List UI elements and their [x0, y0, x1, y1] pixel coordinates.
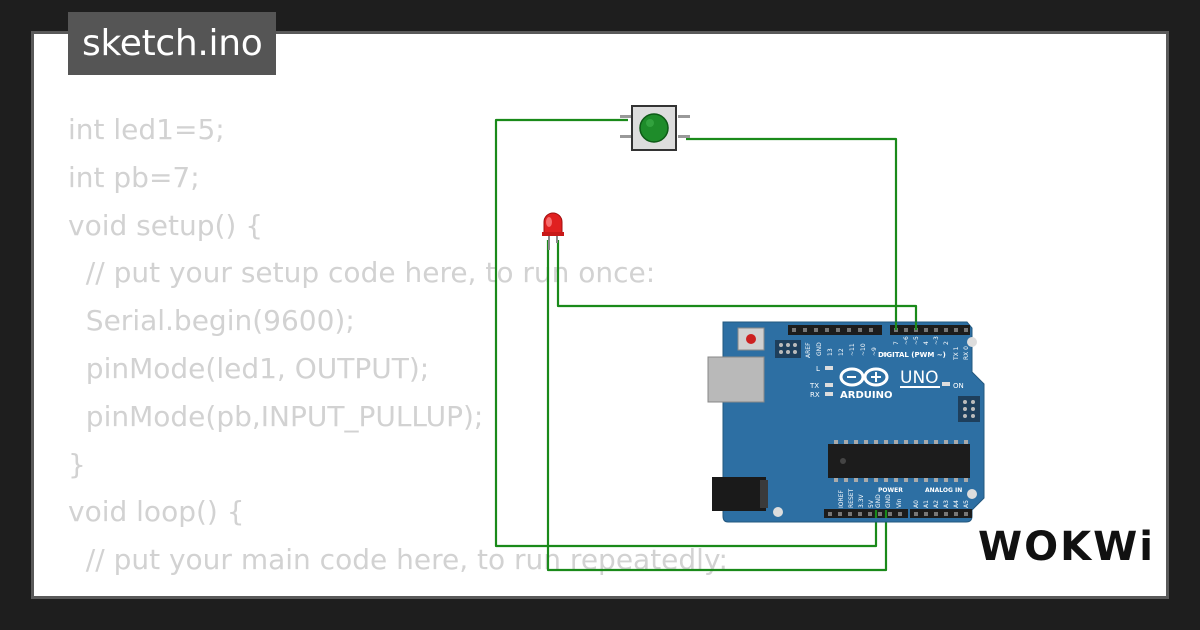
- code-line: pinMode(pb,INPUT_PULLUP);: [68, 399, 484, 433]
- pin-label-reset: RESET: [848, 488, 855, 508]
- pin-label-a2: A2: [933, 500, 940, 508]
- pin-label-13: 13: [827, 348, 834, 356]
- arduino-label: ARDUINO: [840, 390, 892, 401]
- pin-label-11: ~11: [849, 343, 856, 356]
- code-line: void loop() {: [68, 495, 245, 529]
- preview-card: int led1=5; int pb=7; void setup() { // pu…: [31, 31, 1169, 599]
- analog-label: ANALOG IN: [925, 487, 962, 494]
- wokwi-logo: WOKWi: [978, 524, 1155, 570]
- code-line: }: [68, 447, 86, 481]
- file-tab[interactable]: sketch.ino: [68, 12, 277, 75]
- pin-label-a4: A4: [953, 500, 960, 508]
- code-line: // put your setup code here, to run once…: [68, 256, 656, 290]
- pin-label-3: ~3: [933, 336, 940, 345]
- pin-label-6: ~6: [903, 336, 910, 345]
- arduino-infinity-logo: [839, 367, 889, 387]
- digital-label: DIGITAL (PWM ~): [878, 351, 946, 359]
- rx-label: RX: [810, 391, 820, 399]
- code-line: int led1=5;: [68, 113, 225, 146]
- code-line: int inputState = digitalRead(pb);: [68, 584, 728, 596]
- pin-label-5: ~5: [913, 336, 920, 345]
- pin-label-gnd1: GND: [875, 494, 882, 508]
- microcontroller-chip: [828, 444, 970, 478]
- wire-pushbutton-to-gnd: [494, 118, 878, 548]
- code-editor: int led1=5; int pb=7; void setup() { // pu…: [68, 106, 728, 596]
- pin-label-aref: AREF: [805, 342, 812, 358]
- pin-label-2: 2: [943, 341, 950, 345]
- l-label: L: [816, 365, 820, 373]
- pin-label-gnd: GND: [816, 342, 823, 356]
- pin-label-tx1: TX 1: [953, 346, 960, 361]
- tx-label: TX: [809, 382, 819, 390]
- pin-label-a3: A3: [943, 500, 950, 508]
- code-line: pinMode(led1, OUTPUT);: [68, 351, 430, 385]
- pushbutton[interactable]: [620, 105, 690, 151]
- pin-label-8: 8: [882, 352, 889, 356]
- pin-label-gnd2: GND: [885, 494, 892, 508]
- pin-label-10: ~10: [860, 343, 867, 356]
- code-line: Serial.begin(9600);: [68, 304, 355, 338]
- pin-label-12: 12: [838, 348, 845, 356]
- power-jack: [712, 477, 766, 511]
- pin-label-3v3: 3.3V: [858, 493, 865, 508]
- pin-label-9: ~9: [871, 347, 878, 356]
- pin-label-a1: A1: [923, 500, 930, 508]
- red-led[interactable]: [542, 212, 564, 250]
- usb-port: [707, 356, 765, 403]
- pin-label-a5: A5: [963, 500, 970, 508]
- wire-pushbutton-to-pin7: [686, 137, 898, 329]
- pin-label-7: 7: [893, 341, 900, 345]
- wire-led-to-gnd: [546, 240, 888, 572]
- pin-label-vin: Vin: [896, 498, 903, 508]
- arduino-uno-board[interactable]: AREF GND 13 12 ~11 ~10 ~9 8 7 ~6 ~5 4 ~3…: [707, 321, 985, 523]
- circuit-diagram: AREF GND 13 12 ~11 ~10 ~9 8 7 ~6 ~5 4 ~3…: [494, 105, 985, 572]
- wire-led-to-pin5: [556, 240, 918, 329]
- pin-label-rx0: RX 0: [963, 346, 970, 360]
- power-label: POWER: [878, 487, 903, 494]
- code-line: void setup() {: [68, 208, 264, 242]
- pin-label-ioref: IOREF: [838, 490, 845, 508]
- pin-label-4: 4: [923, 341, 930, 345]
- on-label: ON: [953, 382, 964, 390]
- pin-label-5v: 5V: [868, 499, 875, 508]
- code-line: int pb=7;: [68, 160, 200, 194]
- uno-label: UNO: [900, 368, 939, 388]
- pin-label-a0: A0: [913, 500, 920, 508]
